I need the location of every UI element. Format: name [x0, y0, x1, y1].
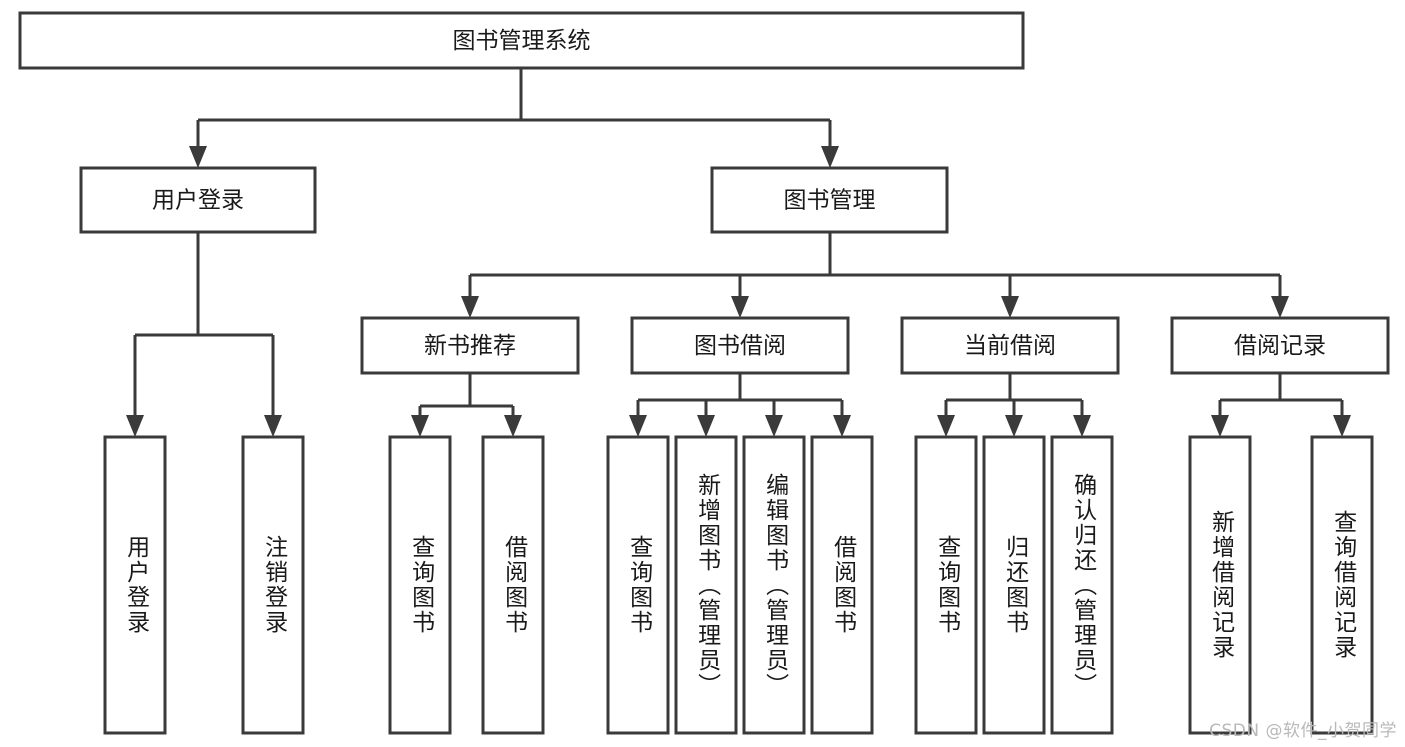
- arrow-user-login: [189, 146, 207, 168]
- leaf-node-13[interactable]: [1310, 435, 1374, 735]
- level3-node-box: [1170, 316, 1390, 375]
- arrow-record: [1271, 296, 1289, 318]
- leaf-node-9[interactable]: [914, 435, 978, 735]
- leaf-node-box: [606, 435, 670, 735]
- leaf-node-box: [481, 435, 545, 735]
- level2-node-label: 图书管理: [784, 188, 876, 214]
- level3-node-1[interactable]: [360, 316, 580, 375]
- level3-node-3[interactable]: [900, 316, 1120, 375]
- arrow-new-book: [461, 296, 479, 318]
- level3-node-label: 当前借阅: [964, 333, 1056, 359]
- leaf-node-box: [674, 435, 738, 735]
- node-boxes-layer: [18, 11, 1390, 735]
- leaf-node-5[interactable]: [606, 435, 670, 735]
- leaf-node-6[interactable]: [674, 435, 738, 735]
- leaf-node-box: [1310, 435, 1374, 735]
- leaf-node-box: [914, 435, 978, 735]
- root-node-box: [18, 11, 1025, 70]
- level3-node-4[interactable]: [1170, 316, 1390, 375]
- leaf-node-8[interactable]: [810, 435, 874, 735]
- root-node-1[interactable]: [18, 11, 1025, 70]
- level3-node-box: [360, 316, 580, 375]
- arrow-book-mgmt: [821, 146, 839, 168]
- leaf-node-4[interactable]: [481, 435, 545, 735]
- level2-node-box: [710, 166, 949, 234]
- leaf-node-box: [388, 435, 452, 735]
- arrow-current: [1001, 296, 1019, 318]
- leaf-node-11[interactable]: [1050, 435, 1114, 735]
- leaf-node-box: [982, 435, 1046, 735]
- arrow-leaf-logout: [264, 415, 282, 437]
- level2-node-2[interactable]: [710, 166, 949, 234]
- arrow-leaf-query-book-3: [937, 415, 955, 437]
- arrow-leaf-query-record: [1333, 415, 1351, 437]
- leaf-node-1[interactable]: [103, 435, 167, 735]
- level3-node-box: [630, 316, 850, 375]
- leaf-node-2[interactable]: [241, 435, 305, 735]
- level3-node-2[interactable]: [630, 316, 850, 375]
- watermark-text: CSDN @软件_小贺同学: [1209, 721, 1397, 741]
- leaf-node-box: [103, 435, 167, 735]
- arrow-borrow: [731, 296, 749, 318]
- level3-node-box: [900, 316, 1120, 375]
- level3-node-label: 借阅记录: [1234, 333, 1326, 359]
- level3-node-label: 新书推荐: [424, 333, 516, 359]
- leaf-node-box: [241, 435, 305, 735]
- arrow-leaf-user-login: [126, 415, 144, 437]
- connectors-layer: [133, 68, 1344, 429]
- level2-node-box: [79, 166, 317, 234]
- level3-node-label: 图书借阅: [694, 333, 786, 359]
- leaf-node-3[interactable]: [388, 435, 452, 735]
- level2-node-1[interactable]: [79, 166, 317, 234]
- leaf-node-box: [742, 435, 806, 735]
- leaf-node-box: [1188, 435, 1252, 735]
- leaf-node-10[interactable]: [982, 435, 1046, 735]
- arrow-leaf-add-book: [697, 415, 715, 437]
- leaf-node-box: [1050, 435, 1114, 735]
- leaf-node-box: [810, 435, 874, 735]
- arrowheads-layer: [126, 146, 1351, 437]
- leaf-node-12[interactable]: [1188, 435, 1252, 735]
- leaf-node-7[interactable]: [742, 435, 806, 735]
- root-node-label: 图书管理系统: [453, 28, 591, 54]
- level2-node-label: 用户登录: [152, 188, 244, 214]
- arrow-leaf-query-book-2: [629, 415, 647, 437]
- arrow-leaf-return-book: [1005, 415, 1023, 437]
- arrow-leaf-borrow-book-2: [833, 415, 851, 437]
- arrow-leaf-confirm-return: [1073, 415, 1091, 437]
- arrow-leaf-borrow-book-1: [504, 415, 522, 437]
- arrow-leaf-add-record: [1211, 415, 1229, 437]
- arrow-leaf-query-book-1: [411, 415, 429, 437]
- arrow-leaf-edit-book: [765, 415, 783, 437]
